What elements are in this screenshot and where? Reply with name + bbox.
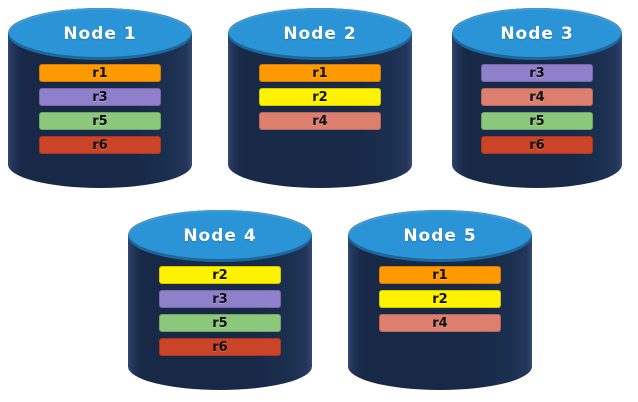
- shard-r5[interactable]: r5: [159, 314, 281, 332]
- shard-r5[interactable]: r5: [39, 112, 161, 130]
- shard-list: r1 r3 r5 r6: [8, 64, 192, 154]
- shard-list: r1 r2 r4: [228, 64, 412, 130]
- shard-r2[interactable]: r2: [159, 266, 281, 284]
- shard-r4[interactable]: r4: [259, 112, 381, 130]
- shard-r3[interactable]: r3: [481, 64, 593, 82]
- shard-r4[interactable]: r4: [481, 88, 593, 106]
- cylinder-top-ellipse: [8, 8, 192, 61]
- shard-r3[interactable]: r3: [159, 290, 281, 308]
- shard-r6[interactable]: r6: [159, 338, 281, 356]
- shard-r4[interactable]: r4: [379, 314, 501, 332]
- shard-r6[interactable]: r6: [481, 136, 593, 154]
- cylinder-top-ellipse: [128, 210, 312, 263]
- shard-r1[interactable]: r1: [259, 64, 381, 82]
- shard-r2[interactable]: r2: [379, 290, 501, 308]
- shard-r5[interactable]: r5: [481, 112, 593, 130]
- shard-list: r2 r3 r5 r6: [128, 266, 312, 356]
- cylinder-top-ellipse: [452, 8, 622, 61]
- cylinder-top-ellipse: [348, 210, 532, 263]
- shard-r3[interactable]: r3: [39, 88, 161, 106]
- shard-r2[interactable]: r2: [259, 88, 381, 106]
- shard-list: r1 r2 r4: [348, 266, 532, 332]
- cylinder-top-ellipse: [228, 8, 412, 61]
- shard-list: r3 r4 r5 r6: [452, 64, 622, 154]
- shard-r1[interactable]: r1: [379, 266, 501, 284]
- shard-r6[interactable]: r6: [39, 136, 161, 154]
- shard-r1[interactable]: r1: [39, 64, 161, 82]
